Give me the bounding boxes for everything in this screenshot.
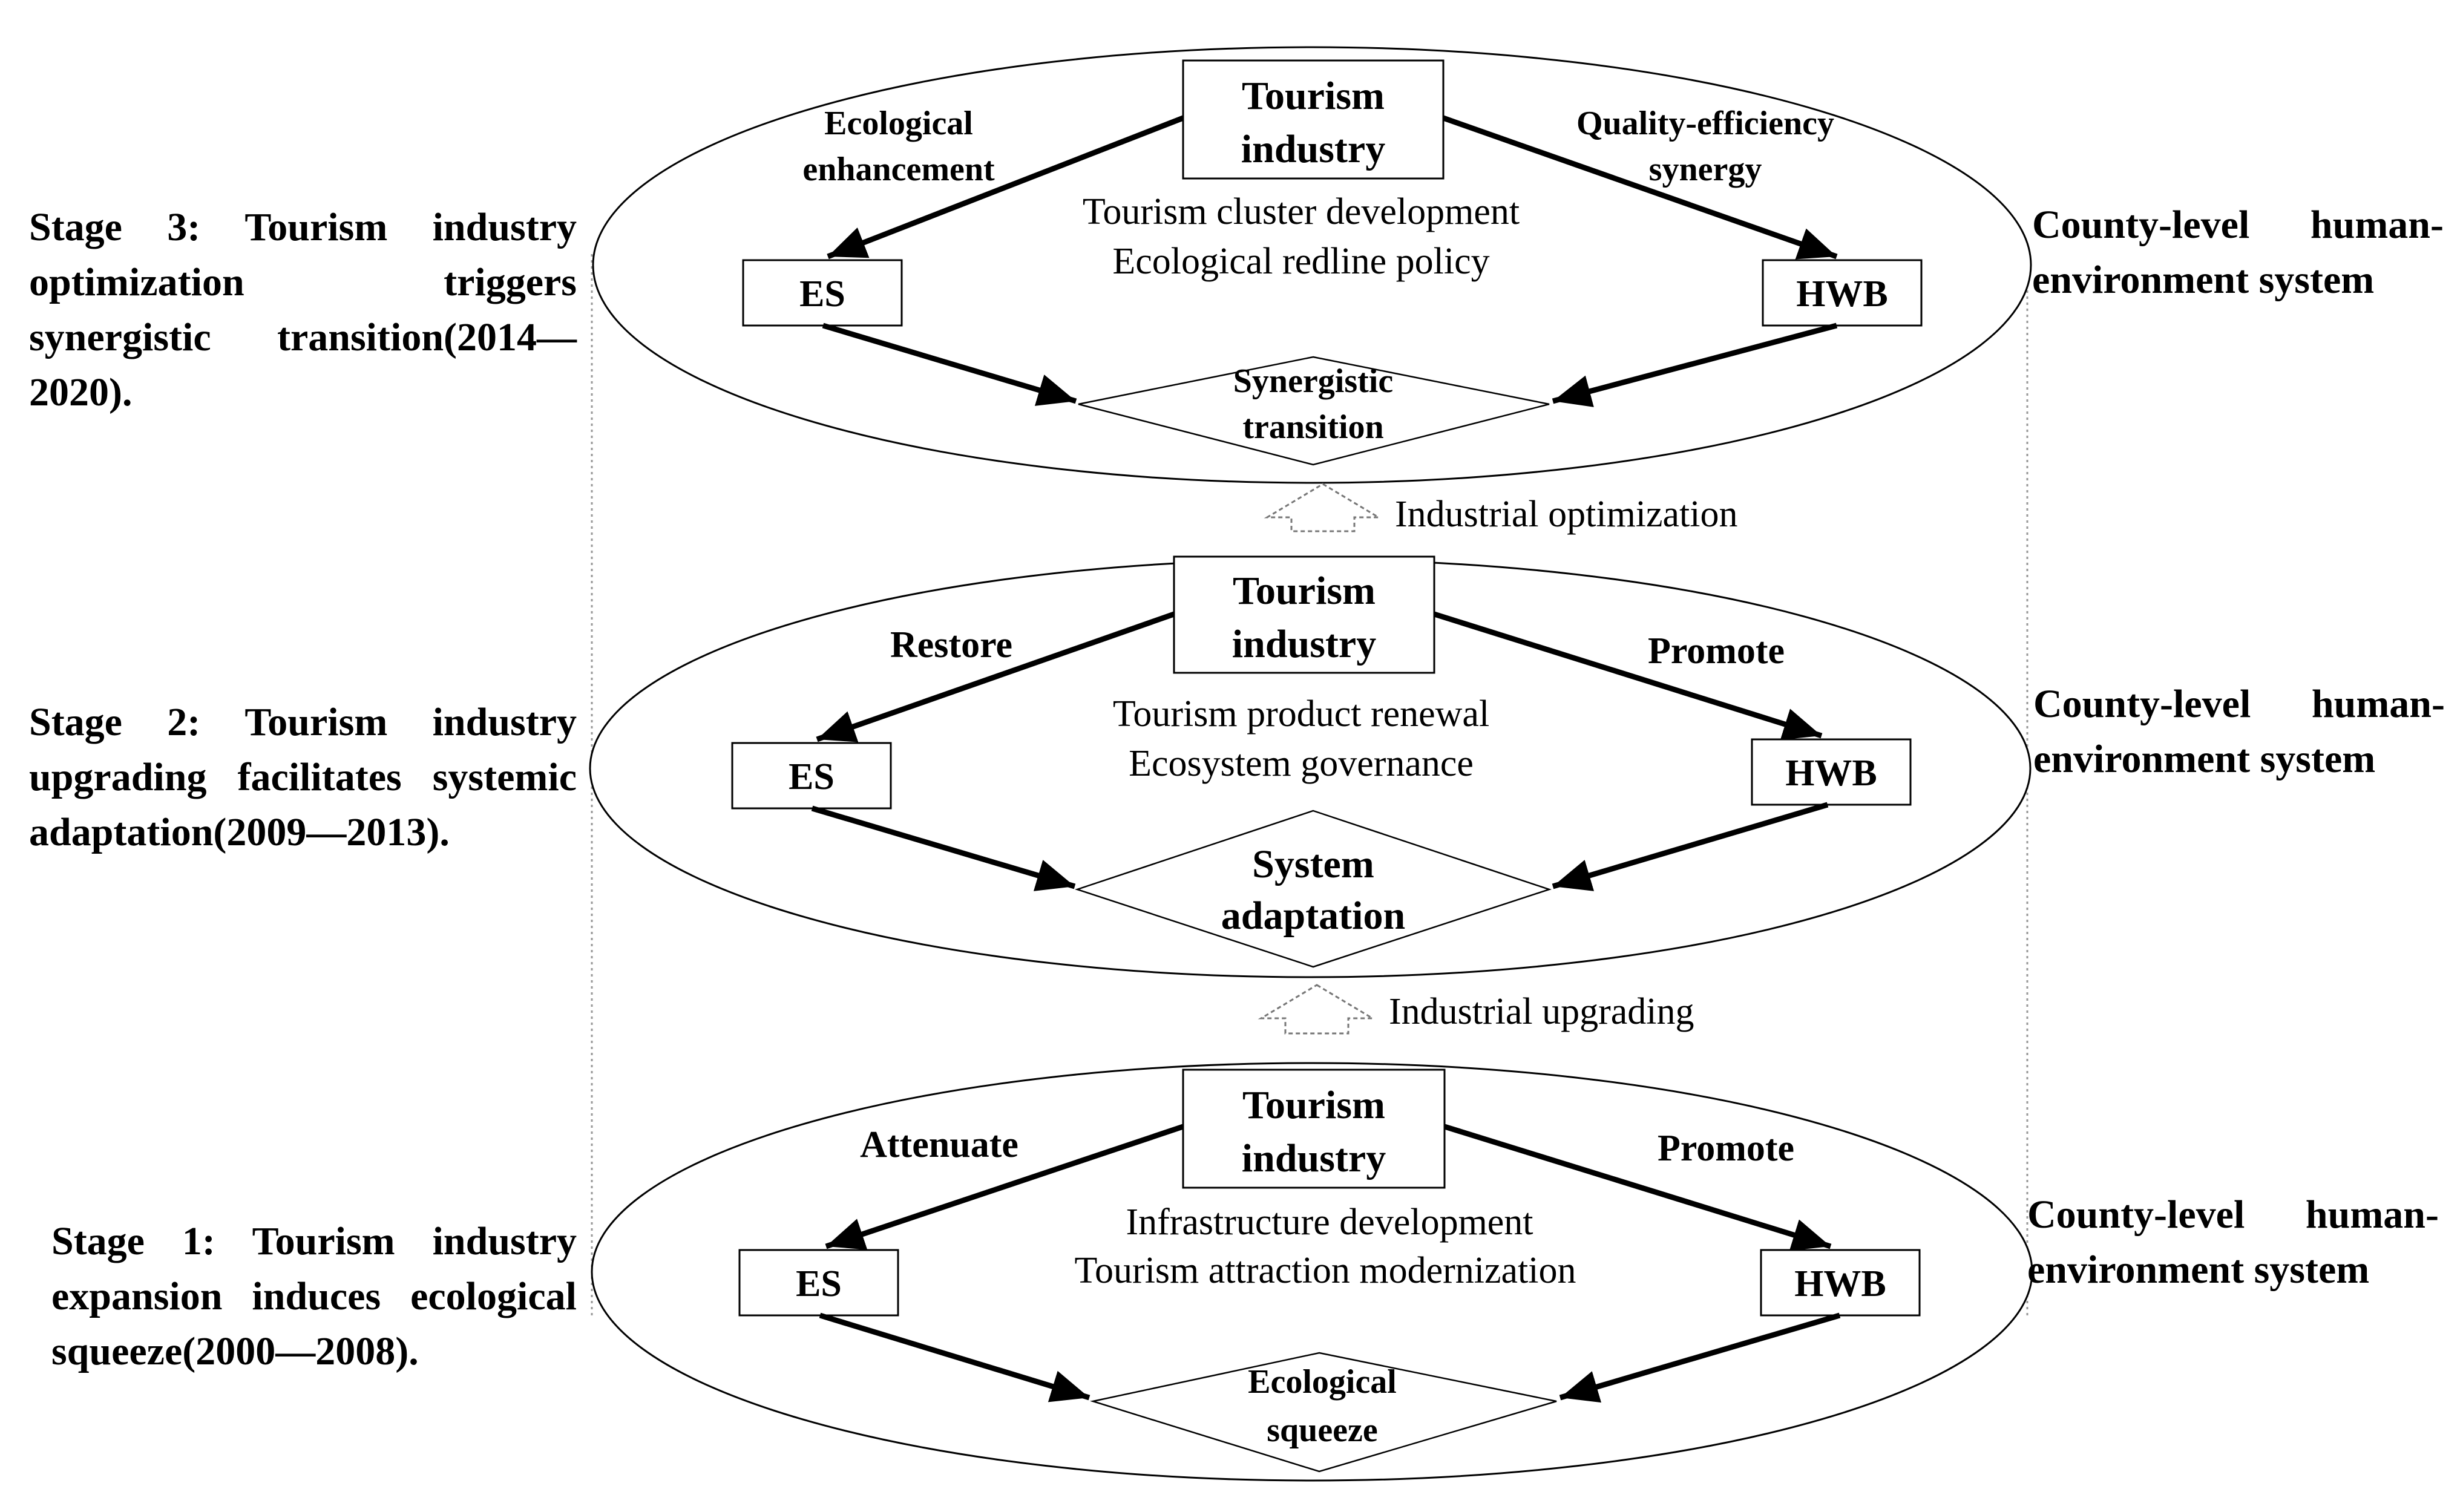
- stage-1-system-label-line2: environment system: [2027, 1248, 2370, 1292]
- stage-2-caption: Stage 2: Tourism industry upgrading faci…: [29, 700, 577, 854]
- stage-3-drivers-line2: Ecological redline policy: [1112, 241, 1489, 282]
- stage-3-es-label: ES: [799, 273, 845, 315]
- stage-2-system-label-line2: environment system: [2033, 737, 2376, 781]
- stage-2-es-label: ES: [789, 756, 835, 797]
- stage-1-arrow-core-to-hwb: [1443, 1124, 1832, 1251]
- transition-optimization: Industrial optimization: [1264, 483, 1738, 535]
- transition-optimization-label: Industrial optimization: [1395, 494, 1738, 535]
- stage-1-ellipse: [591, 1062, 2033, 1482]
- stage-2-tourism-industry-box: [1173, 555, 1435, 674]
- stage-3-drivers-line1: Tourism cluster development: [1083, 191, 1520, 232]
- stage-2-outcome-line1: System: [1252, 842, 1374, 886]
- stage-2-system-label: County-level human- environment system: [2033, 676, 2445, 787]
- stage-1-system-label: County-level human- environment system: [2027, 1187, 2439, 1297]
- stage-1-system-label-line1: County-level human-: [2027, 1193, 2439, 1237]
- stage-3-hwb-box: [1762, 259, 1923, 327]
- stage-3-left-effect-line2: enhancement: [802, 151, 995, 188]
- stage-1-group: Tourism industry ES HWB Attenuate Promot…: [591, 1062, 2033, 1482]
- stage-1-core-line2: industry: [1242, 1136, 1386, 1180]
- stage-3-right-effect-line2: synergy: [1649, 151, 1762, 188]
- stage-1-right-effect: Promote: [1658, 1128, 1794, 1169]
- upgrading-hollow-arrow-icon: [1258, 984, 1376, 1035]
- stage-3-right-effect-line1: Quality-efficiency: [1576, 105, 1834, 142]
- stage-2-drivers-line2: Ecosystem governance: [1129, 743, 1474, 784]
- stage-1-es-label: ES: [796, 1263, 842, 1304]
- transition-upgrading-label: Industrial upgrading: [1389, 991, 1694, 1032]
- stage-3-left-effect-line1: Ecological: [824, 105, 973, 142]
- stage-1-drivers-line1: Infrastructure development: [1126, 1202, 1533, 1243]
- transition-upgrading: Industrial upgrading: [1258, 984, 1694, 1035]
- stage-3-system-label: County-level human- environment system: [2032, 197, 2444, 307]
- stage-1-es-box: [738, 1249, 899, 1317]
- stage-2-right-effect: Promote: [1648, 630, 1785, 672]
- stage-2-left-effect: Restore: [890, 624, 1012, 666]
- stage-2-outcome-line2: adaptation: [1221, 894, 1405, 938]
- stage-2-hwb-box: [1751, 738, 1912, 806]
- stage-2-es-box: [731, 742, 892, 810]
- stage-2-core-line1: Tourism: [1233, 569, 1376, 613]
- stage-3-outcome-line1: Synergistic: [1233, 362, 1393, 400]
- stage-3-core-line1: Tourism: [1242, 74, 1385, 118]
- stage-3-arrow-es-to-outcome: [822, 322, 1077, 406]
- stage-3-es-box: [742, 259, 903, 327]
- stage-2-drivers-line1: Tourism product renewal: [1113, 693, 1489, 735]
- stage-1-arrow-es-to-outcome: [819, 1312, 1090, 1402]
- stage-3-outcome-diamond: [1078, 356, 1550, 466]
- optimization-hollow-arrow-icon: [1264, 483, 1382, 532]
- stage-3-arrow-hwb-to-outcome: [1552, 322, 1838, 407]
- stage-1-caption: Stage 1: Tourism industry expansion indu…: [51, 1219, 577, 1373]
- stage-3-system-label-line1: County-level human-: [2032, 203, 2444, 247]
- stage-3-arrow-core-to-hwb: [1442, 115, 1838, 260]
- stage-2-arrow-core-to-es: [816, 611, 1175, 742]
- stage-3-hwb-label: HWB: [1796, 273, 1888, 315]
- stage-3-tourism-industry-box: [1182, 59, 1445, 180]
- stage-2-arrow-hwb-to-outcome: [1552, 802, 1829, 891]
- stage-1-outcome-line1: Ecological: [1248, 1363, 1397, 1401]
- stage-2-outcome-diamond: [1075, 810, 1552, 968]
- stage-3-arrow-core-to-es: [827, 115, 1184, 260]
- stage-2-system-label-line1: County-level human-: [2033, 682, 2445, 726]
- stage-1-outcome-diamond: [1090, 1352, 1557, 1473]
- stage-3-outcome-line2: transition: [1242, 408, 1383, 446]
- stage-3-system-label-line2: environment system: [2032, 258, 2375, 302]
- stage-2-hwb-label: HWB: [1785, 753, 1877, 794]
- stage-1-arrow-hwb-to-outcome: [1559, 1312, 1841, 1403]
- stage-1-hwb-box: [1760, 1249, 1921, 1317]
- stage-1-drivers-line2: Tourism attraction modernization: [1075, 1250, 1576, 1291]
- stage-3-caption: Stage 3: Tourism industry optimization t…: [29, 205, 577, 414]
- stage-1-core-line1: Tourism: [1242, 1083, 1385, 1127]
- stage-2-arrow-es-to-outcome: [811, 805, 1076, 891]
- stage-1-left-effect: Attenuate: [860, 1124, 1018, 1165]
- stage-3-group: Tourism industry ES HWB Ecological enhan…: [592, 46, 2032, 484]
- stage-1-hwb-label: HWB: [1794, 1263, 1886, 1304]
- stage-3-core-line2: industry: [1241, 127, 1385, 171]
- stage-1-arrow-core-to-es: [825, 1124, 1184, 1250]
- stage-2-core-line2: industry: [1232, 622, 1376, 666]
- stage-2-group: Tourism industry ES HWB Restore Promote …: [589, 555, 2032, 978]
- stage-2-arrow-core-to-hwb: [1433, 611, 1823, 740]
- stage-1-outcome-line2: squeeze: [1267, 1412, 1378, 1449]
- stage-3-ellipse: [592, 46, 2032, 484]
